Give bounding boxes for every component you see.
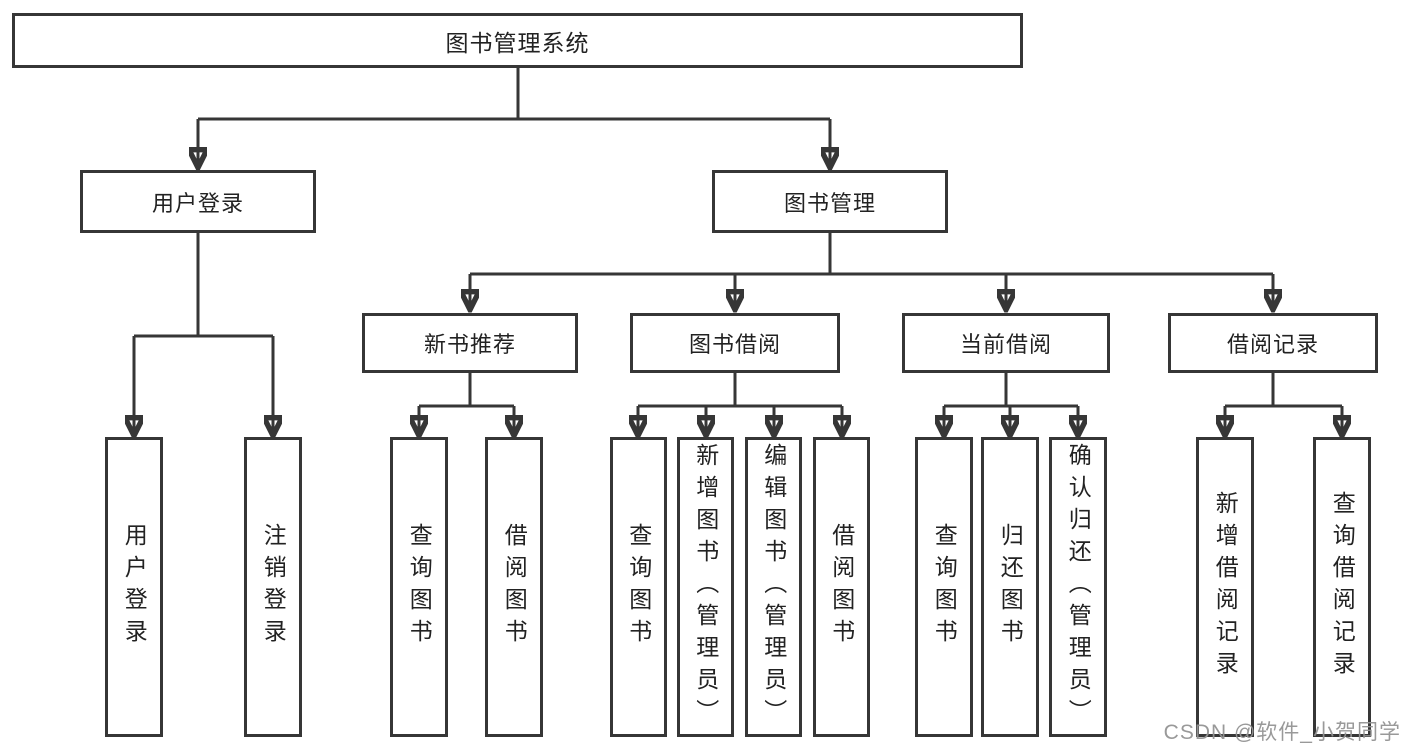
leaf-logout: 注销登录 <box>244 437 302 737</box>
leaf-confirm-return-admin: 确认归还（管理员） <box>1049 437 1107 737</box>
node-label: 借阅图书 <box>828 523 855 651</box>
node-label: 借阅记录 <box>1226 332 1319 357</box>
node-borrowing-records: 借阅记录 <box>1168 313 1378 373</box>
leaf-borrow-books-recommend: 借阅图书 <box>485 437 543 737</box>
node-label: 图书管理系统 <box>445 29 590 56</box>
node-current-borrowing: 当前借阅 <box>902 313 1110 373</box>
leaf-borrow-books: 借阅图书 <box>813 437 870 737</box>
node-label: 图书管理 <box>783 190 876 216</box>
leaf-query-books-current: 查询图书 <box>915 437 973 737</box>
leaf-add-borrow-record: 新增借阅记录 <box>1196 437 1254 737</box>
node-library-system: 图书管理系统 <box>12 13 1023 68</box>
node-label: 图书借阅 <box>688 332 781 357</box>
leaf-query-borrow-record: 查询借阅记录 <box>1313 437 1371 737</box>
leaf-return-books: 归还图书 <box>981 437 1039 737</box>
leaf-add-book-admin: 新增图书（管理员） <box>677 437 734 737</box>
node-label: 查询图书 <box>931 523 958 651</box>
leaf-edit-book-admin: 编辑图书（管理员） <box>745 437 802 737</box>
node-label: 用户登录 <box>151 190 244 216</box>
node-label: 注销登录 <box>260 523 287 651</box>
node-label: 编辑图书（管理员） <box>760 443 787 731</box>
node-label: 确认归还（管理员） <box>1065 443 1092 731</box>
node-label: 新书推荐 <box>423 332 516 357</box>
node-label: 用户登录 <box>121 523 148 651</box>
leaf-user-login: 用户登录 <box>105 437 163 737</box>
node-book-management: 图书管理 <box>712 170 948 233</box>
node-label: 当前借阅 <box>959 332 1052 357</box>
node-label: 新增借阅记录 <box>1212 491 1239 683</box>
node-label: 查询借阅记录 <box>1329 491 1356 683</box>
leaf-query-books-borrow: 查询图书 <box>610 437 667 737</box>
node-book-borrowing: 图书借阅 <box>630 313 840 373</box>
node-label: 借阅图书 <box>501 523 528 651</box>
node-label: 查询图书 <box>406 523 433 651</box>
leaf-query-books-recommend: 查询图书 <box>390 437 448 737</box>
node-user-login: 用户登录 <box>80 170 316 233</box>
node-label: 查询图书 <box>625 523 652 651</box>
node-label: 归还图书 <box>997 523 1024 651</box>
node-new-book-recommendation: 新书推荐 <box>362 313 578 373</box>
csdn-watermark: CSDN @软件_小贺同学 <box>1163 721 1401 744</box>
node-label: 新增图书（管理员） <box>692 443 719 731</box>
